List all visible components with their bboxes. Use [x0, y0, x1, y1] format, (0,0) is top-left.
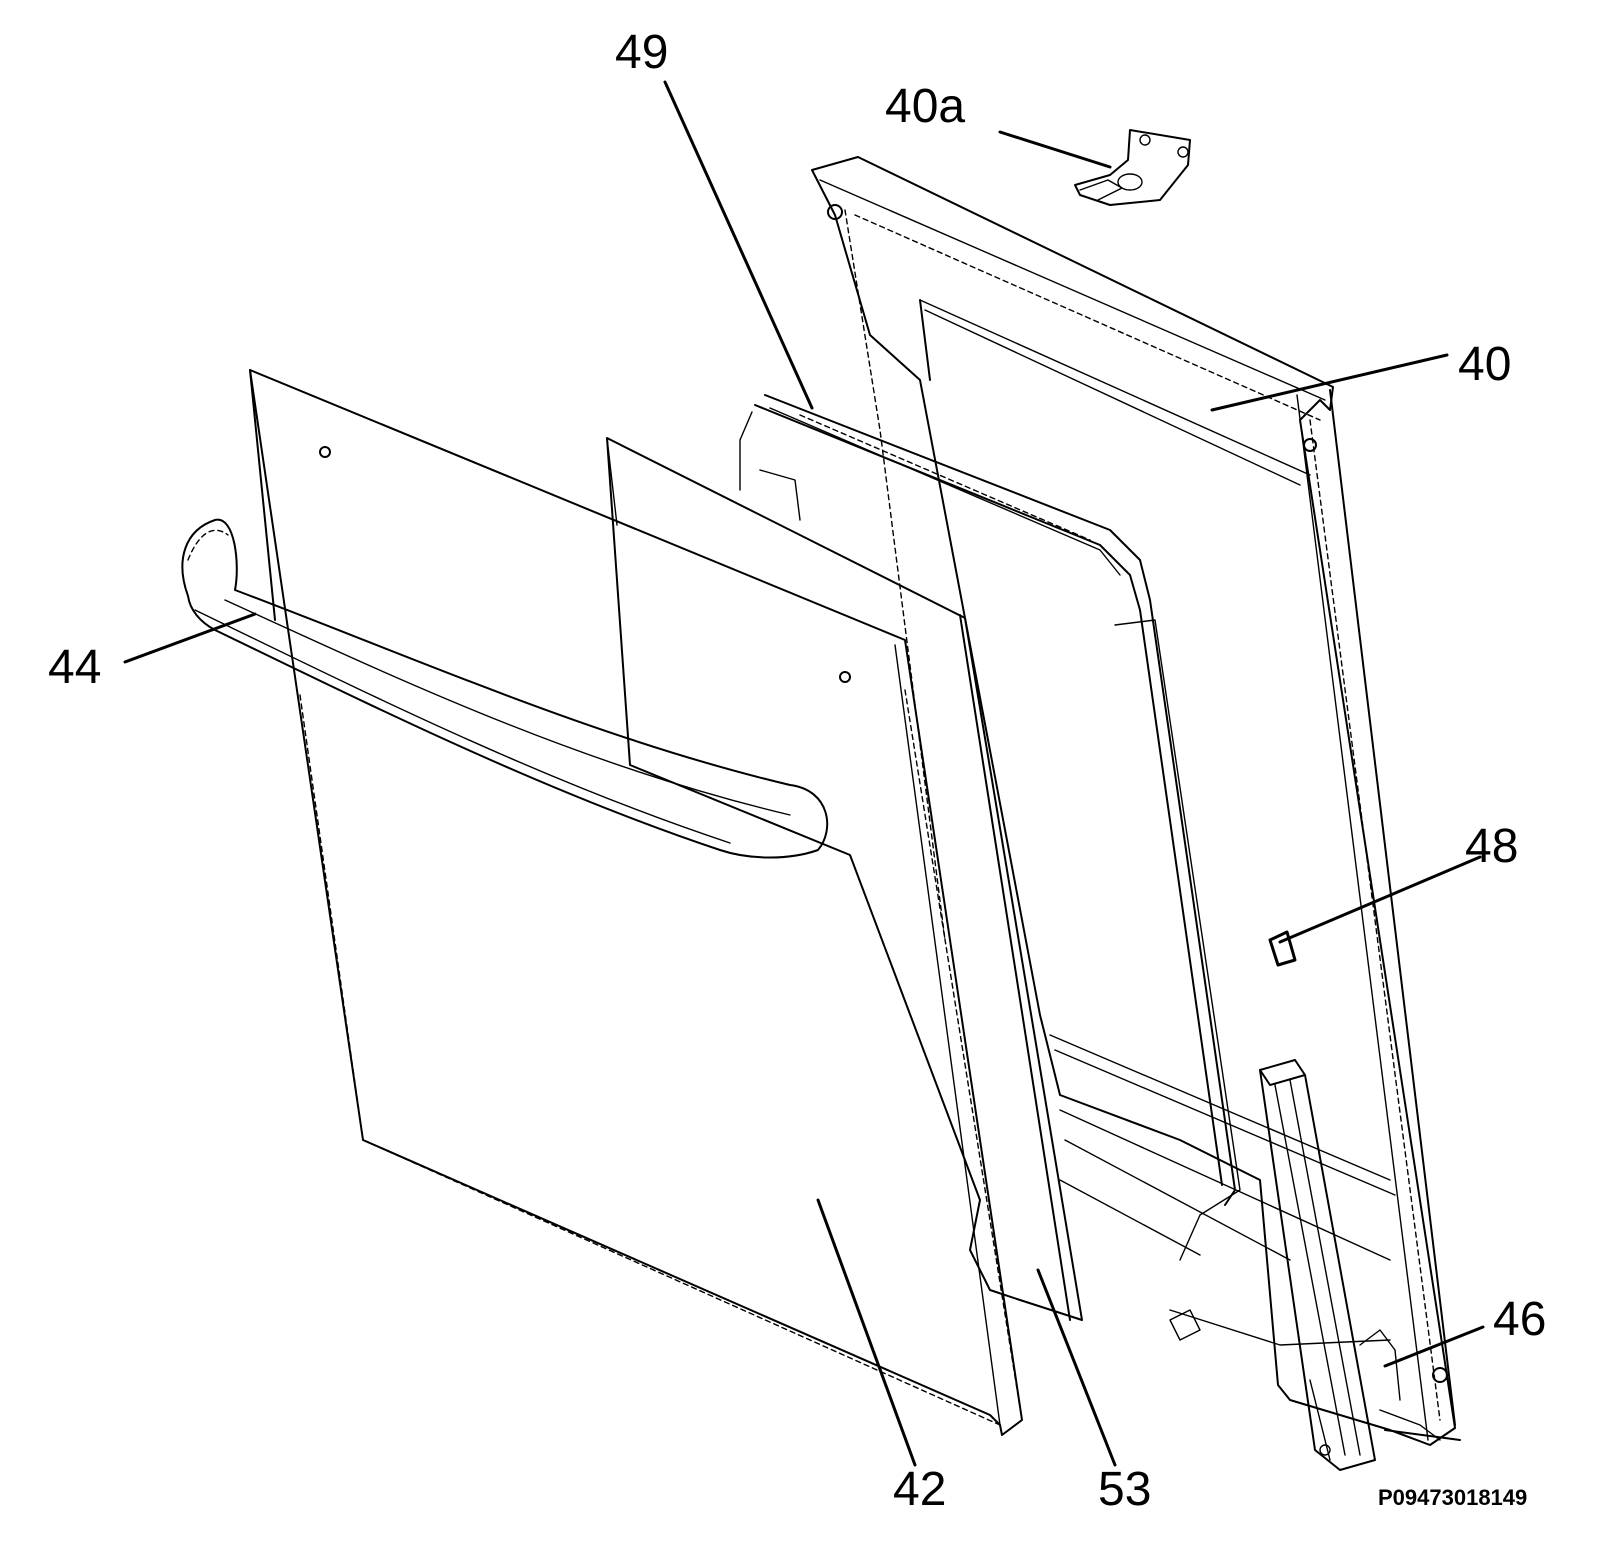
leader-42	[816, 1198, 917, 1467]
outer-panel-42	[249, 369, 1023, 1436]
hinge-bracket-40a	[1074, 129, 1191, 206]
leader-53	[1036, 1268, 1117, 1467]
callout-49: 49	[615, 26, 668, 79]
callout-53: 53	[1098, 1463, 1151, 1516]
leader-49	[663, 80, 814, 410]
leader-40a	[998, 130, 1112, 169]
clip-48	[1268, 930, 1297, 967]
callout-44: 44	[48, 641, 101, 694]
gasket-49	[739, 394, 1241, 1261]
leader-44	[123, 612, 257, 664]
handle-44	[181, 518, 829, 859]
inner-panel-53	[606, 437, 1083, 1321]
callout-46: 46	[1493, 1293, 1546, 1346]
leader-40	[1210, 353, 1449, 412]
callout-48: 48	[1465, 820, 1518, 873]
callout-42: 42	[893, 1463, 946, 1516]
leader-48	[1278, 855, 1482, 944]
callout-40a: 40a	[885, 80, 965, 133]
leader-46	[1383, 1325, 1485, 1368]
callout-40: 40	[1458, 338, 1511, 391]
lower-bracket-46	[1259, 1059, 1441, 1471]
drawing-code: P09473018149	[1378, 1485, 1527, 1510]
door-frame-40	[811, 156, 1461, 1446]
